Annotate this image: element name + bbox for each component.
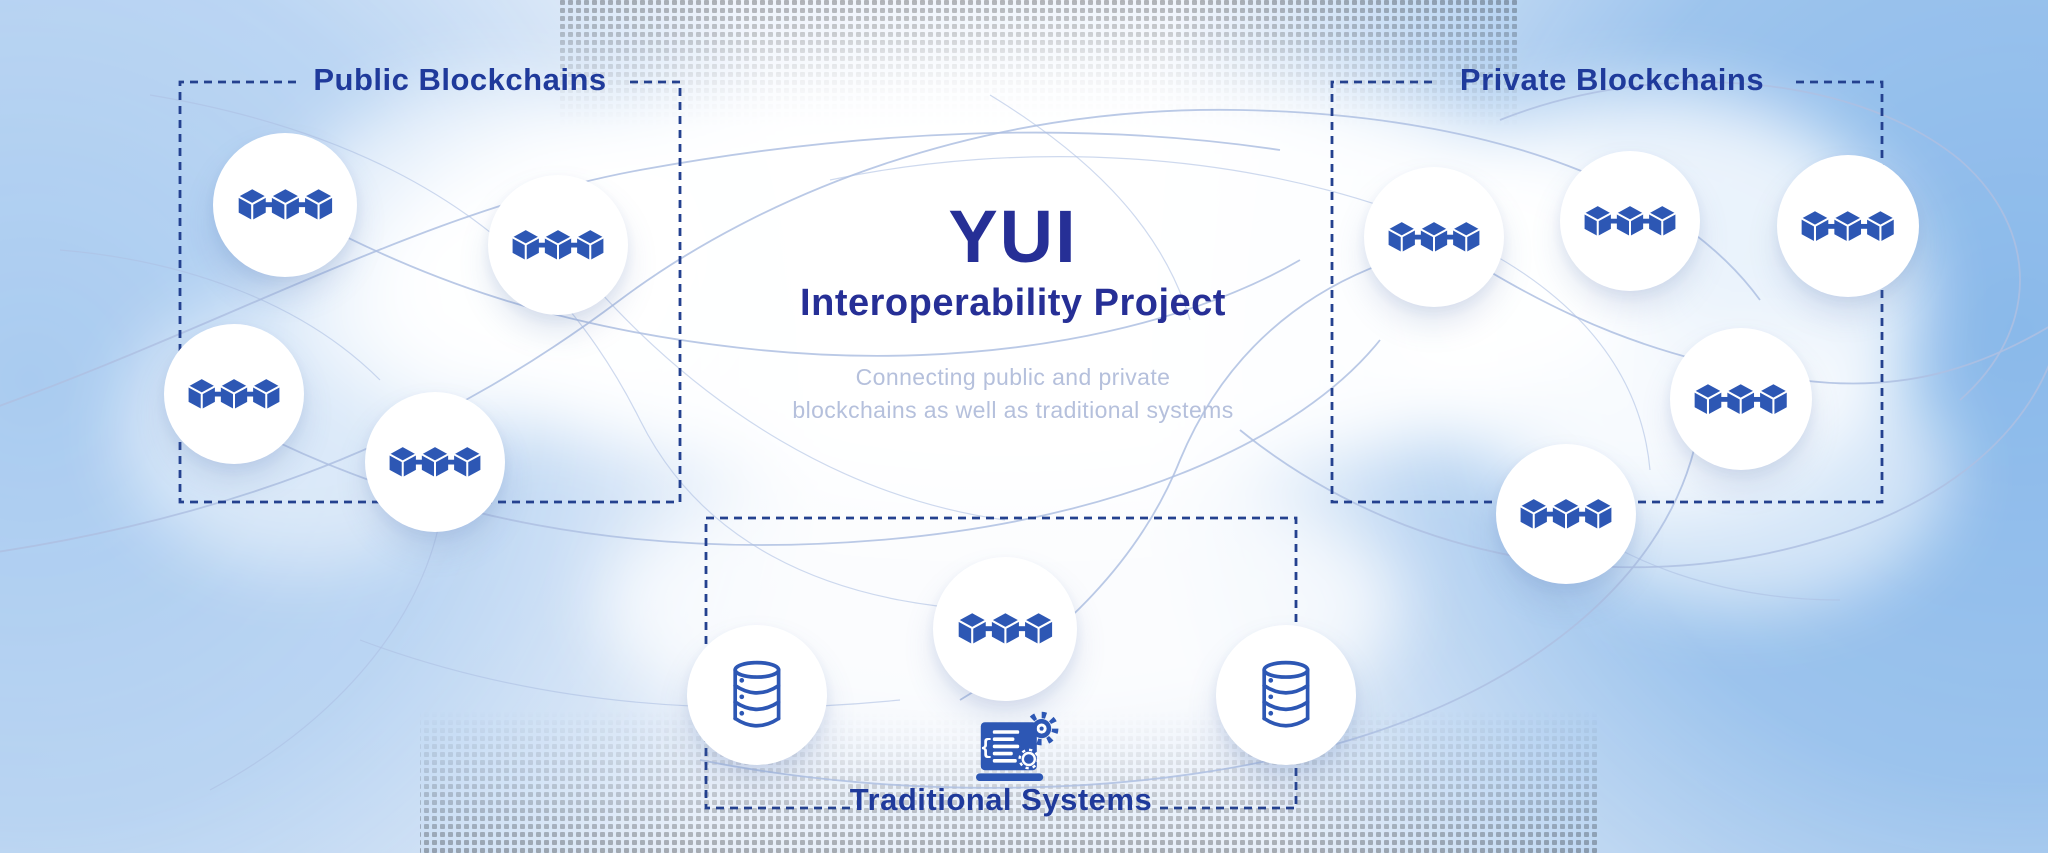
- blockchain-icon: [1798, 207, 1897, 246]
- blockchain-icon: [1385, 218, 1483, 256]
- public-blockchains-label: Public Blockchains: [313, 62, 607, 97]
- description-line-2: blockchains as well as traditional syste…: [792, 397, 1234, 424]
- blockchain-icon: [235, 185, 336, 224]
- database-icon: [1253, 658, 1319, 732]
- private-blockchain-node-5: [1496, 444, 1636, 584]
- blockchain-icon: [1691, 380, 1790, 419]
- traditional-systems-label: Traditional Systems: [849, 782, 1153, 817]
- traditional-systems-box: [704, 516, 1298, 810]
- private-blockchain-node-2: [1560, 151, 1700, 291]
- interop-blockchain-node: [933, 557, 1077, 701]
- title-block: YUI Interoperability Project Connecting …: [713, 200, 1313, 428]
- blockchain-icon: [1517, 495, 1615, 533]
- public-blockchain-node-3: [164, 324, 304, 464]
- private-blockchains-box: [1330, 80, 1884, 504]
- public-blockchain-node-4: [365, 392, 505, 532]
- private-blockchains-label: Private Blockchains: [1459, 62, 1765, 97]
- blockchain-icon: [1581, 202, 1679, 240]
- private-blockchain-node-4: [1670, 328, 1812, 470]
- public-blockchain-node-1: [213, 133, 357, 277]
- private-blockchain-node-3: [1777, 155, 1919, 297]
- blockchain-icon: [955, 609, 1056, 648]
- public-blockchain-node-2: [488, 175, 628, 315]
- blockchain-icon: [509, 226, 607, 264]
- database-node-right: [1216, 625, 1356, 765]
- project-description: Connecting public and private blockchain…: [713, 361, 1313, 428]
- legacy-system-icon: [968, 709, 1064, 793]
- private-blockchain-node-1: [1364, 167, 1504, 307]
- blockchain-icon: [185, 375, 283, 413]
- project-subtitle: Interoperability Project: [800, 282, 1226, 324]
- database-node-left: [687, 625, 827, 765]
- project-title: YUI: [948, 195, 1078, 278]
- database-icon: [724, 658, 790, 732]
- blockchain-icon: [386, 443, 484, 481]
- description-line-1: Connecting public and private: [855, 364, 1171, 390]
